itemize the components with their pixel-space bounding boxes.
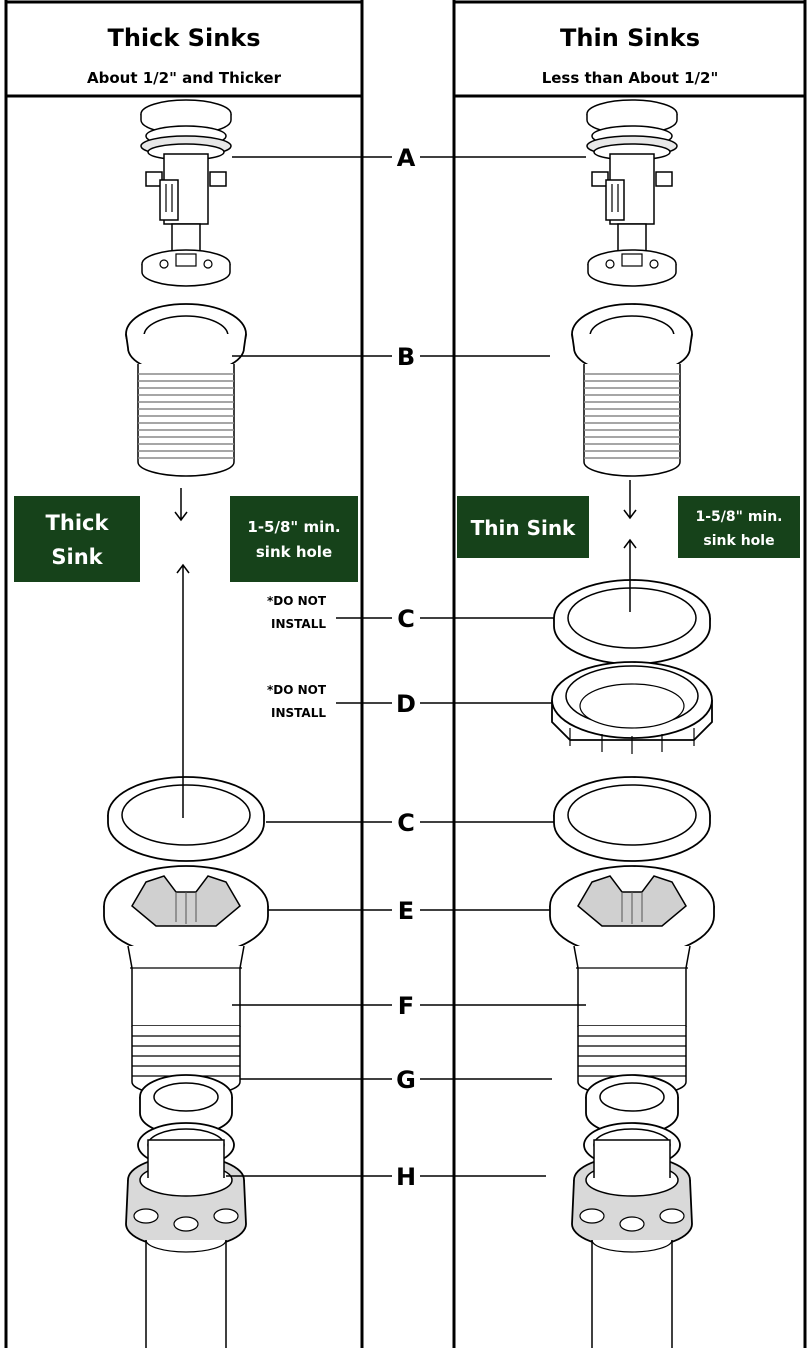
label-b: B [397,343,415,371]
label-c-upper: C [397,605,415,633]
thick-sink-box [14,496,140,582]
left-header-title: Thick Sinks [107,24,260,52]
left-part-e-body [103,865,269,1097]
right-part-c-gasket-upper [553,579,711,665]
right-header-subtitle: Less than About 1/2" [542,69,719,87]
right-sink-hole-line2: sink hole [703,533,774,549]
label-c-lower: C [397,809,415,837]
arrow-up-icon [176,563,190,818]
right-part-b-flange [571,303,693,477]
arrow-up-icon [623,538,637,612]
leader-lines [226,156,586,1177]
label-e: E [398,897,414,925]
right-header-title: Thin Sinks [560,24,700,52]
right-sink-hole-line1: 1-5/8" min. [696,509,783,525]
thin-sink-box [457,496,589,558]
left-sink-hole-line1: 1-5/8" min. [247,518,340,536]
left-header-subtitle: About 1/2" and Thicker [87,69,282,87]
d-do-not-install-line1: *DO NOT [267,683,327,697]
label-g: G [396,1066,416,1094]
c-do-not-install-line2: INSTALL [271,617,326,631]
arrow-down-icon [174,488,188,522]
thin-sink-label: Thin Sink [471,516,576,540]
arrow-down-icon [623,480,637,520]
left-part-c-gasket [107,776,265,862]
left-sink-hole-box [230,496,358,582]
label-f: F [398,992,414,1020]
left-sink-hole-line2: sink hole [256,543,332,561]
right-part-d-spacer [551,661,713,755]
right-column-frame [452,0,807,1348]
thick-sink-line1: Thick [46,511,110,535]
right-sink-hole-box [678,496,800,558]
left-part-b-flange [125,303,247,477]
right-part-e-body [549,865,715,1097]
right-part-gh-nut-tailpiece [571,1139,693,1348]
thick-sink-line2: Sink [51,545,103,569]
label-d: D [396,690,416,718]
label-a: A [397,144,416,172]
right-part-c-gasket-lower [553,776,711,862]
d-do-not-install-line2: INSTALL [271,706,326,720]
right-part-a-stopper [586,99,678,287]
label-h: H [396,1163,416,1191]
left-column-frame [4,0,364,1348]
left-part-a-stopper [140,99,232,287]
c-do-not-install-line1: *DO NOT [267,594,327,608]
left-part-gh-nut-tailpiece [125,1139,247,1348]
